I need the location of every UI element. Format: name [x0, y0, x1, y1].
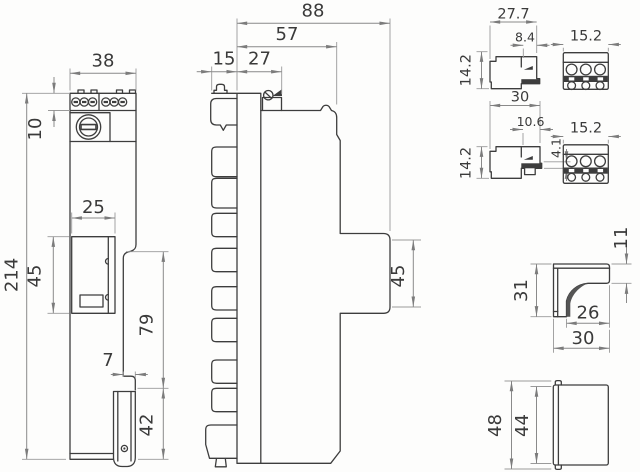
plug-module [71, 236, 116, 314]
rail-clip-side [205, 424, 238, 468]
dim-terminal-a-height: 14.2 [459, 54, 475, 86]
terminal-detail-b: 30 10.6 4.1 14.2 15.2 [459, 90, 621, 184]
bracket-dimensions: 11 31 26 30 [511, 227, 632, 353]
dim-cover-height: 48 [485, 414, 506, 437]
bracket-detail: 11 31 26 30 [511, 227, 632, 353]
cover-outline [552, 379, 609, 471]
front-view-outline [69, 89, 137, 468]
contact-blade [521, 163, 542, 169]
side-view-outline [205, 83, 391, 468]
dim-front-step-width: 7 [102, 350, 113, 371]
front-view: 38 10 214 25 45 79 42 7 [2, 51, 169, 468]
dim-cover-inner-height: 44 [512, 414, 533, 437]
dim-front-terminal-height: 10 [25, 118, 46, 141]
side-view: 88 57 15 27 45 [196, 1, 421, 468]
bracket-outline [552, 263, 611, 318]
front-view-dimensions: 38 10 214 25 45 79 42 7 [2, 51, 169, 460]
dim-side-total-depth: 88 [302, 1, 325, 22]
clamp-top [210, 97, 238, 131]
dim-bracket-width: 30 [572, 328, 595, 349]
terminal-b-side-outline [489, 146, 543, 179]
dim-terminal-a-depth: 27.7 [497, 7, 529, 23]
module-window [79, 294, 104, 308]
dim-bracket-height: 31 [511, 279, 532, 302]
dim-front-total-height: 214 [2, 258, 23, 292]
cover-dimensions: 48 44 [485, 380, 552, 470]
terminal-b-dimensions: 30 10.6 4.1 14.2 [459, 90, 571, 181]
dim-terminal-b-contact-depth: 10.6 [517, 114, 545, 129]
dim-terminal-a-front-width: 15.2 [570, 29, 602, 45]
dim-front-module-width: 25 [82, 197, 105, 218]
side-top-terminal [261, 89, 283, 112]
dim-terminal-b-contact-height: 4.1 [549, 138, 564, 158]
foot-hole [120, 444, 129, 453]
dim-terminal-b-height: 14.2 [459, 147, 475, 179]
dim-side-plate-depth: 27 [248, 49, 271, 70]
dim-side-module-height: 45 [388, 265, 409, 288]
status-indicator [69, 112, 137, 143]
top-clamp-screw [213, 83, 228, 94]
release-foot [112, 390, 136, 468]
side-view-dimensions: 88 57 15 27 45 [196, 1, 421, 308]
dim-side-clamp-depth: 15 [213, 49, 236, 70]
dim-terminal-a-contact-depth: 8.4 [515, 30, 535, 45]
terminal-screws [71, 97, 128, 107]
terminal-a-front: 15.2 [550, 29, 621, 91]
dim-front-module-height: 45 [25, 265, 46, 288]
dim-terminal-b-depth: 30 [511, 90, 529, 106]
terminal-b-front: 15.2 [550, 121, 621, 184]
terminal-a-side-outline [489, 56, 541, 90]
clamp-fins [211, 146, 238, 413]
dim-front-foot-height: 42 [137, 414, 158, 437]
terminal-a-dimensions: 27.7 8.4 14.2 [459, 7, 550, 90]
terminal-detail-a: 27.7 8.4 14.2 15.2 [459, 7, 621, 91]
contact-blade [521, 79, 540, 84]
dim-front-width: 38 [92, 51, 115, 72]
cover-detail: 48 44 [485, 379, 609, 471]
dim-terminal-b-front-width: 15.2 [570, 121, 602, 137]
dim-side-upper-depth: 57 [276, 24, 299, 45]
dim-front-lower-height: 79 [137, 314, 158, 337]
dim-bracket-lip-height: 11 [611, 227, 632, 250]
dim-bracket-inner-width: 26 [577, 303, 600, 324]
